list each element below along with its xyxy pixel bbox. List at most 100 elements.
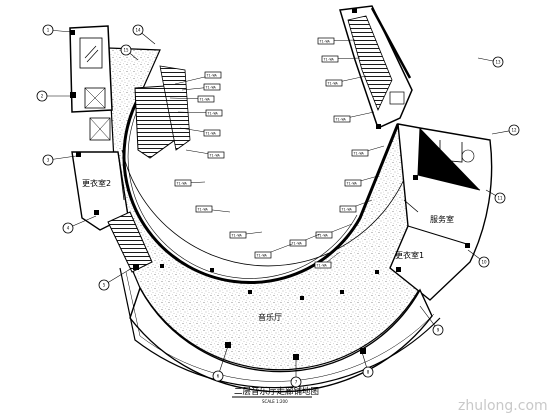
tag-box [229,231,247,239]
grid-bubble-label: 9 [437,327,440,332]
outer-corridor-wall [121,149,409,267]
grid-bubble-circle [432,324,444,336]
tag-label: T1-WA [200,98,210,102]
grid-bubble-label: 2 [41,93,44,98]
material-tag: T1-WA [351,145,385,157]
grid-bubble-circle [42,154,54,166]
grid-bubble-label: 11 [497,195,503,200]
grid-bubble: 15 [120,44,139,61]
right-stair-tower [339,5,413,130]
tag-label: T1-WA [257,254,267,258]
material-tag: T1-WA [321,55,361,63]
grid-bubble: 5 [98,267,133,291]
tag-label: T1-WA [318,234,328,238]
grid-bubble-circle [36,90,48,102]
material-tag: T1-WA [179,127,221,137]
room-label-hall: 音乐厅 [258,312,282,322]
grid-bubble-label: 10 [481,259,487,264]
tag-box [254,251,272,259]
tag-label: T1-WA [207,74,217,78]
material-tag: T1-WA [174,71,222,85]
grid-bubble-circle [508,124,520,136]
grid-bubble: 6 [212,345,229,382]
material-tag: T1-WA [229,231,263,239]
drawing-scale: SCALE 1:200 [262,399,288,404]
tag-label: T1-WA [317,264,327,268]
tag-box [205,109,223,117]
grid-bubble-circle [98,279,110,291]
grid-bubble: 9 [419,305,444,336]
grid-bubble: 7 [290,358,302,388]
tag-label: T1-WA [177,182,187,186]
grid-bubble-label: 5 [103,282,106,287]
grid-bubble: 3 [42,154,77,166]
grid-bubble-label: 13 [495,59,501,64]
tag-label: T1-WA [208,112,218,116]
tag-box [197,95,215,103]
material-tag: T1-WA [177,109,223,117]
grid-bubble-label: 1 [47,27,50,32]
material-tag: T1-WA [195,205,231,213]
grid-bubble: 13 [477,56,504,68]
tag-box [204,71,222,79]
grid-bubble-circle [290,376,302,388]
material-tag: T1-WA [181,83,221,91]
material-tag: T1-WA [317,37,356,45]
grid-bubble: 11 [485,189,506,204]
material-tag: T1-WA [325,75,367,87]
tag-box [289,239,307,247]
tag-label: T1-WA [206,86,216,90]
tag-label: T1-WA [206,132,216,136]
tag-label: T1-WA [342,208,352,212]
tag-label: T1-WA [210,154,220,158]
grid-bubble-circle [62,222,74,234]
tag-label: T1-WA [347,182,357,186]
tag-label: T1-WA [232,234,242,238]
watermark-text: zhulong.com [458,398,548,414]
tag-label: T1-WA [354,152,364,156]
grid-line [103,267,133,286]
room-label-restroom-right: 更衣室1 [395,250,424,260]
material-tag: T1-WA [289,233,321,247]
tag-label: T1-WA [198,208,208,212]
grid-bubble: 2 [36,90,70,102]
tag-box [203,129,221,137]
tag-box [317,37,335,45]
tag-box [321,55,339,63]
material-tag: T1-WA [333,111,375,123]
right-office-block [389,123,493,301]
lower-left-stair [107,211,153,273]
grid-bubble-label: 3 [47,157,50,162]
grid-bubble-circle [492,56,504,68]
material-tag: T1-WA [254,243,293,259]
grid-bubble: 10 [467,249,490,268]
grid-bubble-label: 15 [123,47,129,52]
grid-bubble: 14 [132,24,156,45]
tag-box [351,149,369,157]
grid-bubble-circle [478,256,490,268]
tag-box [344,179,362,187]
material-tag: T1-WA [174,179,206,187]
tag-box [325,79,343,87]
grid-bubble-label: 12 [511,127,517,132]
material-tag: T1-WA [314,251,341,269]
tag-label: T1-WA [328,82,338,86]
left-stair [134,85,176,159]
left-stair-tower [69,25,113,141]
tag-box [339,205,357,213]
tag-label: T1-WA [320,40,330,44]
grid-bubble-circle [120,44,132,56]
tag-label: T1-WA [336,118,346,122]
tag-label: T1-WA [324,58,334,62]
material-tag: T1-WA [339,199,373,213]
grid-bubble: 4 [62,215,97,234]
tag-label: T1-WA [292,242,302,246]
grid-bubble: 8 [361,351,374,378]
inner-curved-wall [122,94,400,284]
drawing-title: 二层音乐厅走廊铺地图 [234,386,319,397]
material-tag: T1-WA [169,95,215,103]
tag-box [174,179,192,187]
material-tag: T1-WA [344,175,379,187]
tag-box [314,261,332,269]
